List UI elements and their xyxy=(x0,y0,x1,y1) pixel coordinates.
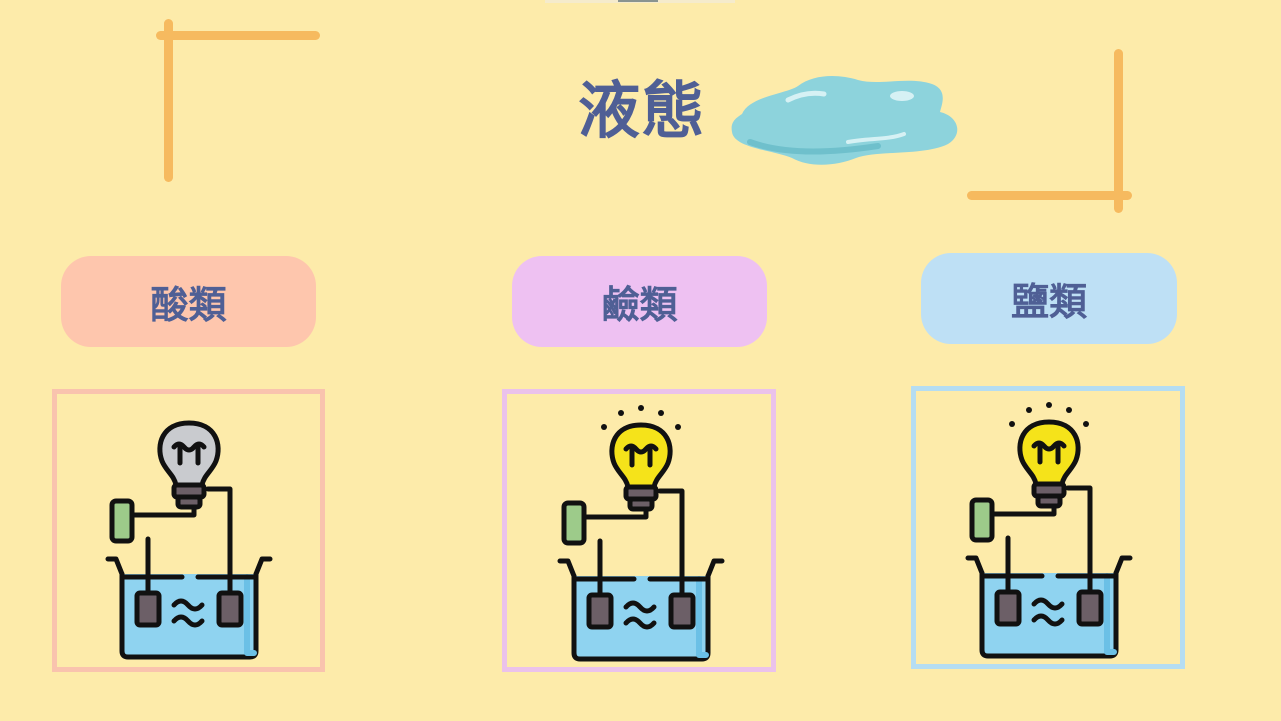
water-puddle-icon xyxy=(731,76,958,165)
conductivity-test-unlit-icon xyxy=(105,420,273,660)
category-bases: 鹼類 xyxy=(512,256,767,347)
category-salts-label: 鹽類 xyxy=(1010,280,1087,324)
conductivity-test-lit-icon xyxy=(557,405,725,662)
base-test-frame xyxy=(502,389,776,672)
corner-bracket-top-left-vertical xyxy=(164,19,173,182)
corner-bracket-top-left-horizontal xyxy=(156,31,320,40)
page-title: 液態 xyxy=(578,74,707,147)
corner-bracket-bottom-right-vertical xyxy=(1114,49,1123,213)
acid-test-frame xyxy=(52,389,325,672)
corner-bracket-bottom-right-horizontal xyxy=(967,191,1132,200)
category-bases-label: 鹼類 xyxy=(601,283,678,327)
top-edge-mark-dark xyxy=(618,0,658,2)
category-salts: 鹽類 xyxy=(921,253,1177,344)
salt-test-frame xyxy=(911,386,1185,669)
category-acids: 酸類 xyxy=(61,256,316,347)
category-acids-label: 酸類 xyxy=(150,283,227,327)
conductivity-test-lit-icon xyxy=(965,402,1133,659)
